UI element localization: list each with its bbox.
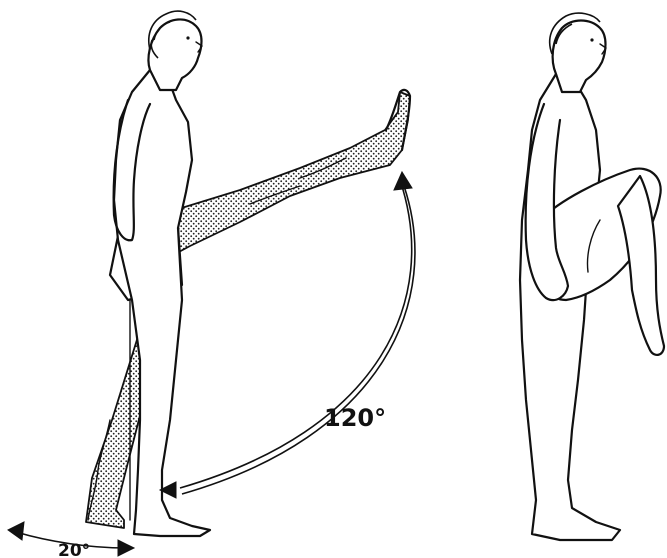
- flexion-angle-label: 120°: [324, 404, 386, 432]
- right-figure-head: [550, 13, 606, 92]
- flexion-arc-arrowhead-top: [394, 172, 412, 190]
- right-figure-bent-knee: [520, 13, 664, 540]
- standing-body: [114, 70, 210, 536]
- extension-angle-label: 20°: [58, 541, 90, 558]
- left-figure-head: [148, 11, 202, 90]
- extension-arrowhead-right: [118, 540, 134, 556]
- left-figure-straight-leg: 120° 20°: [8, 11, 415, 558]
- extension-arrowhead-left: [8, 522, 24, 540]
